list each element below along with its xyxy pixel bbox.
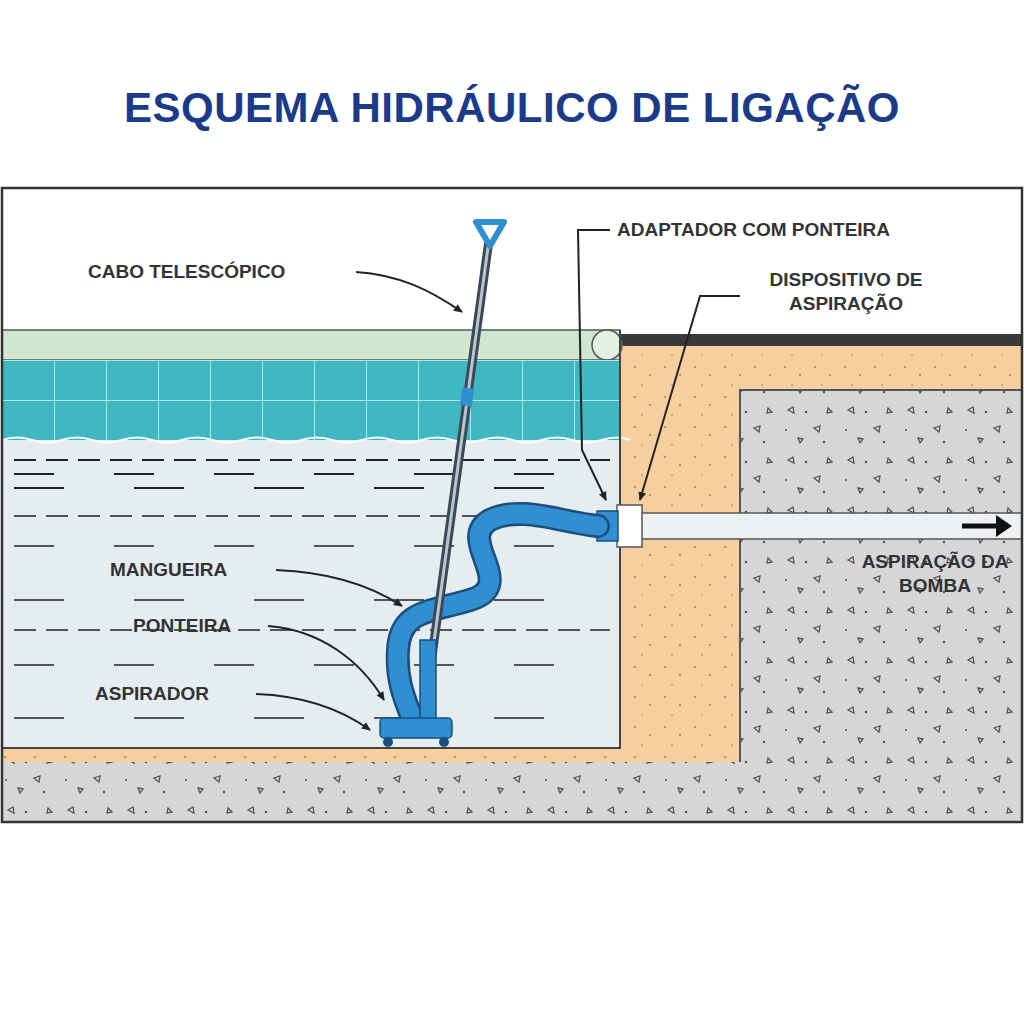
wall-sand [620, 345, 740, 762]
leader-lines [256, 230, 740, 730]
water [2, 440, 620, 748]
water-line [14, 664, 610, 666]
floor-sand [2, 748, 740, 762]
water-line [14, 545, 610, 547]
water-line [14, 599, 610, 601]
pole-handle [476, 222, 504, 246]
water-line [14, 459, 610, 461]
callout-label: PONTEIRA [133, 614, 231, 638]
callout-label: CABO TELESCÓPICO [88, 260, 285, 284]
suction-pipe [640, 513, 1022, 539]
pool-edge [592, 330, 622, 360]
water-line [14, 717, 610, 719]
tile-band [2, 360, 620, 442]
nozzle [420, 640, 436, 722]
flow-arrow [996, 515, 1012, 537]
callout-label: ASPIRAÇÃO DA BOMBA [852, 550, 1018, 598]
callout-label: ASPIRADOR [95, 682, 209, 706]
callout-label: ADAPTADOR COM PONTEIRA [617, 218, 890, 242]
suction-device [617, 505, 642, 547]
water-lines [14, 460, 610, 718]
callout-label: DISPOSITIVO DE ASPIRAÇÃO [738, 268, 954, 316]
callout-label: MANGUEIRA [110, 558, 227, 582]
diagram-title: ESQUEMA HIDRÁULICO DE LIGAÇÃO [0, 84, 1024, 132]
wall-edge [740, 390, 1022, 762]
water-line [14, 629, 610, 631]
vacuum-head [380, 718, 452, 738]
coping [620, 334, 1022, 346]
water-surface [2, 438, 630, 443]
pool-edge [2, 330, 620, 360]
pool-outline [2, 330, 620, 748]
water-line [14, 487, 610, 489]
frame [2, 188, 1022, 822]
concrete [2, 345, 1022, 822]
water-line [14, 473, 610, 475]
